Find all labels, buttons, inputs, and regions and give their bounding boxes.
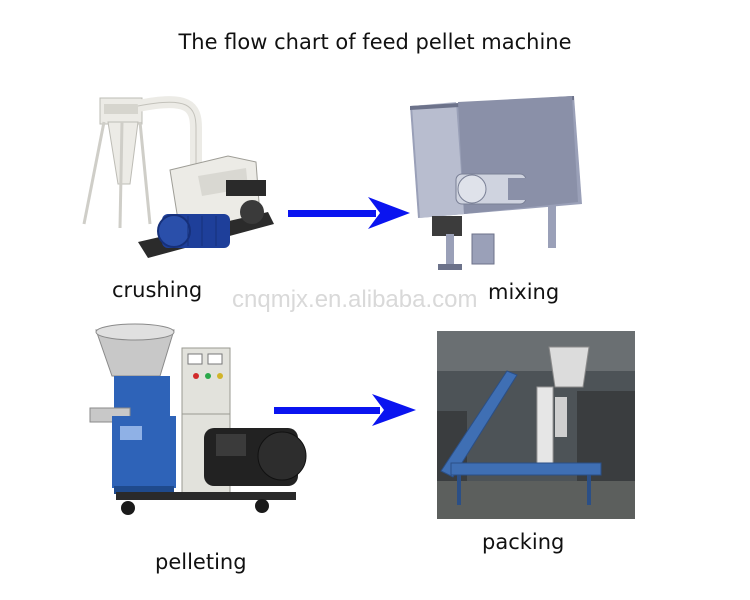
arrow-crushing-to-mixing xyxy=(288,197,410,229)
step-label-crushing: crushing xyxy=(112,278,203,302)
watermark-text: cnqmjx.en.alibaba.com xyxy=(232,286,478,313)
packing-machine-image xyxy=(437,331,635,519)
arrow-pelleting-to-packing xyxy=(274,394,416,426)
mixing-machine-image xyxy=(410,96,582,270)
page-title: The flow chart of feed pellet machine xyxy=(178,30,572,54)
step-label-pelleting: pelleting xyxy=(155,550,247,574)
pelleting-machine-image xyxy=(89,323,307,515)
step-label-mixing: mixing xyxy=(488,280,560,304)
crushing-machine-image xyxy=(82,96,274,258)
step-label-packing: packing xyxy=(482,530,565,554)
